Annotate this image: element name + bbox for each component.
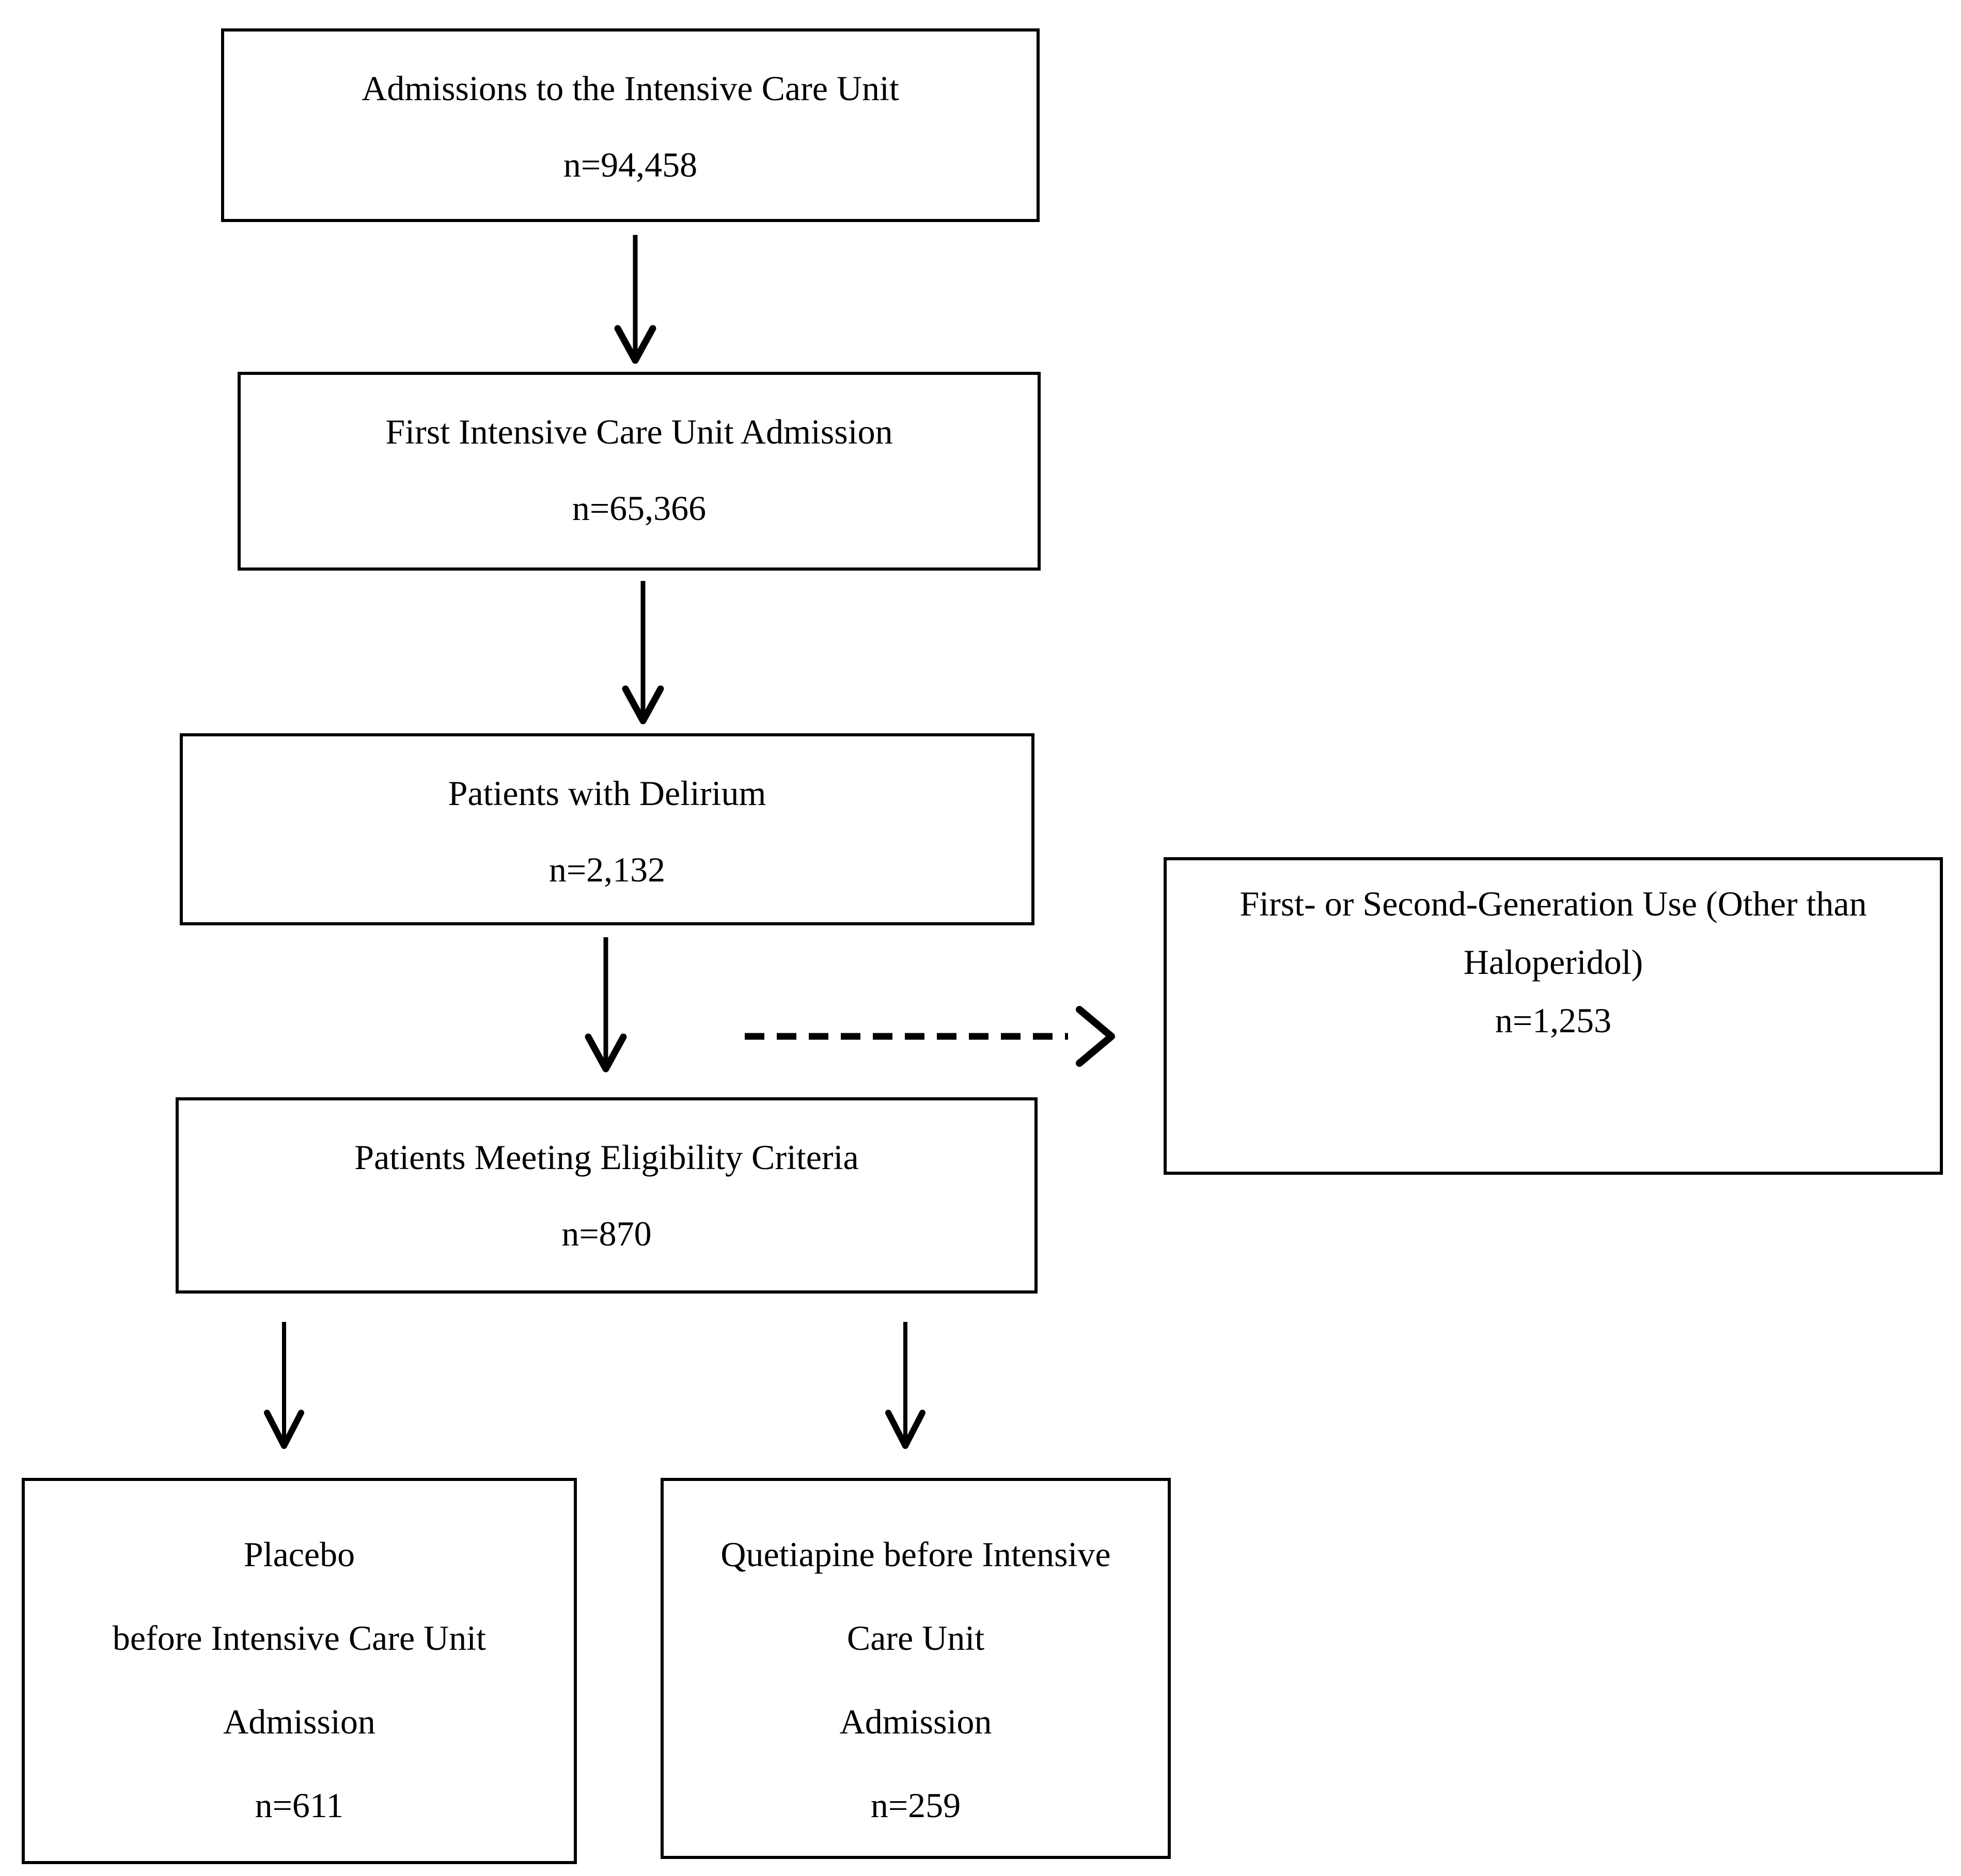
box-first-icu-admission: First Intensive Care Unit Admission n=65… (238, 372, 1041, 571)
box-first-icu-admission-title: First Intensive Care Unit Admission (385, 412, 893, 451)
arrow-admissions-to-first-admission (614, 235, 656, 364)
box-quetiapine-count: n=259 (870, 1786, 961, 1825)
box-quetiapine-title-1: Quetiapine before Intensive (720, 1535, 1111, 1574)
box-placebo-title-1: Placebo (243, 1535, 355, 1574)
box-first-icu-admission-count: n=65,366 (572, 488, 707, 528)
arrow-first-admission-to-delirium (622, 581, 664, 724)
box-quetiapine: Quetiapine before Intensive Care Unit Ad… (661, 1478, 1171, 1859)
arrow-eligibility-to-quetiapine (885, 1322, 925, 1449)
box-other-generation-use-title-2: Haloperidol) (1463, 942, 1643, 982)
box-other-generation-use-title-1: First- or Second-Generation Use (Other t… (1240, 884, 1867, 923)
box-placebo-title-2: before Intensive Care Unit (112, 1618, 487, 1658)
box-icu-admissions-count: n=94,458 (563, 145, 698, 184)
arrow-delirium-to-other-generation-dashed (745, 1006, 1115, 1067)
box-other-generation-use: First- or Second-Generation Use (Other t… (1164, 857, 1943, 1175)
box-placebo-title-3: Admission (223, 1702, 375, 1741)
box-icu-admissions: Admissions to the Intensive Care Unit n=… (221, 28, 1040, 222)
box-eligibility-count: n=870 (561, 1214, 652, 1253)
arrow-delirium-to-eligibility (585, 937, 627, 1073)
box-quetiapine-title-2: Care Unit (846, 1618, 985, 1658)
box-eligibility: Patients Meeting Eligibility Criteria n=… (176, 1097, 1038, 1294)
box-quetiapine-title-3: Admission (839, 1702, 992, 1741)
box-delirium-title: Patients with Delirium (448, 774, 766, 813)
box-placebo: Placebo before Intensive Care Unit Admis… (22, 1478, 577, 1864)
box-eligibility-title: Patients Meeting Eligibility Criteria (354, 1138, 859, 1177)
box-icu-admissions-title: Admissions to the Intensive Care Unit (362, 69, 899, 108)
box-other-generation-use-count: n=1,253 (1495, 1001, 1612, 1040)
box-delirium-count: n=2,132 (548, 850, 666, 889)
box-placebo-count: n=611 (255, 1786, 344, 1825)
arrow-eligibility-to-placebo (264, 1322, 304, 1449)
box-delirium: Patients with Delirium n=2,132 (180, 733, 1034, 925)
